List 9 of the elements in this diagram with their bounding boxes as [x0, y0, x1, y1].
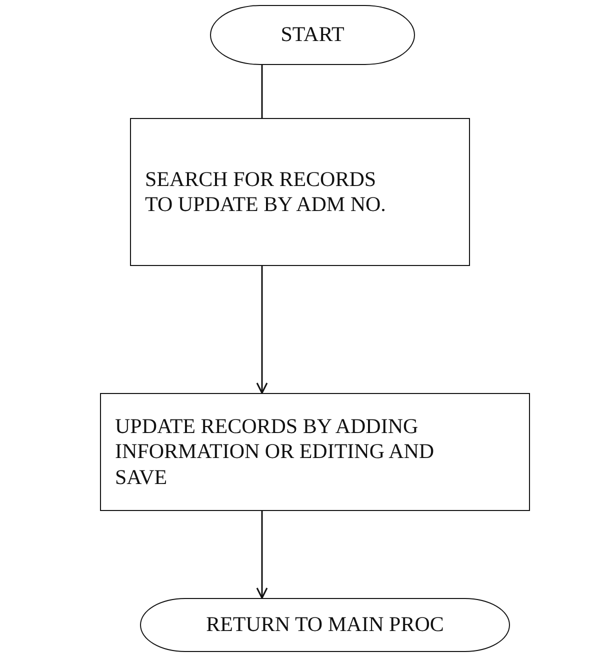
process-box — [100, 393, 530, 511]
node-label: SEARCH FOR RECORDS TO UPDATE BY ADM NO. — [145, 166, 387, 218]
process-box — [130, 118, 470, 266]
node-label: RETURN TO MAIN PROC — [206, 612, 444, 638]
arrow — [256, 511, 268, 599]
node-label: UPDATE RECORDS BY ADDING INFORMATION OR EDITING AND SAVE — [115, 414, 436, 490]
connector-line — [261, 65, 263, 118]
arrow — [256, 266, 268, 394]
node-label: START — [280, 22, 344, 48]
